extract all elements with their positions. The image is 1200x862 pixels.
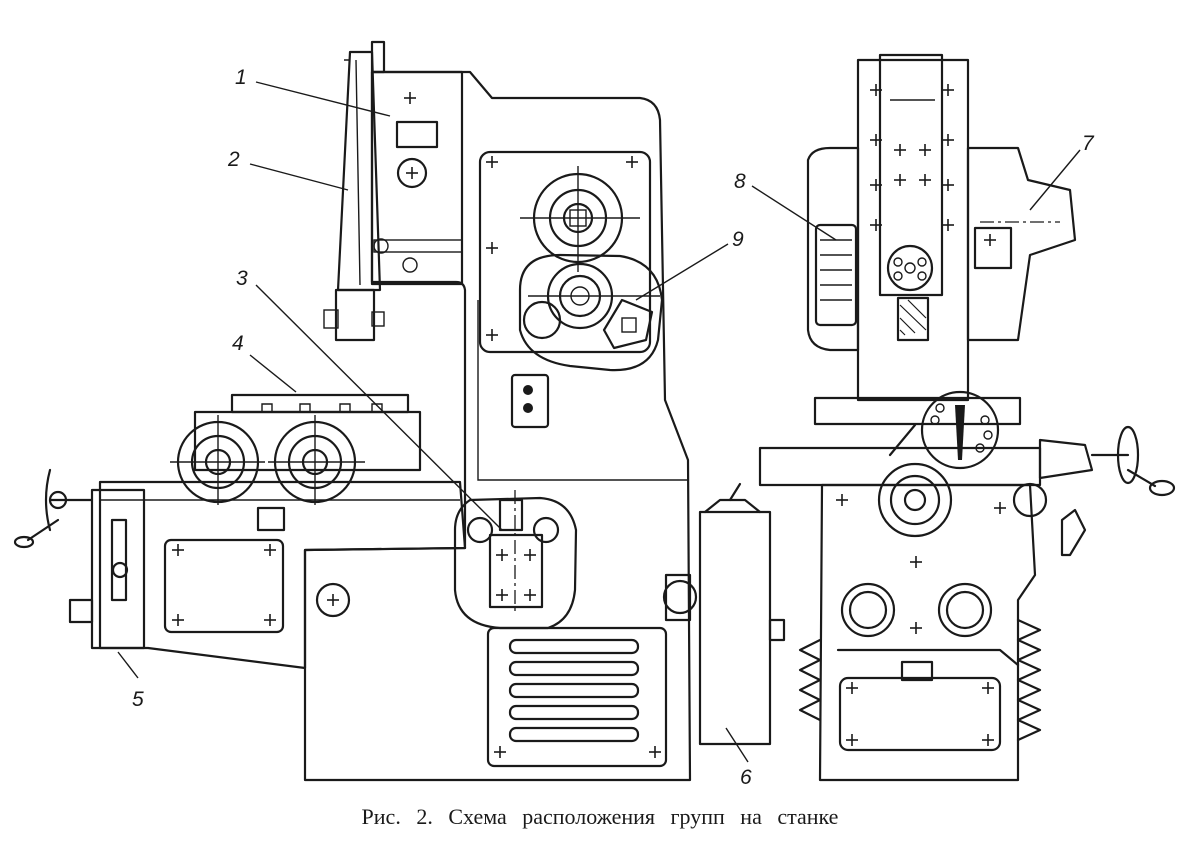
side-saddle (758, 446, 1042, 487)
front-view (13, 40, 786, 782)
callout-9: 9 (732, 228, 744, 251)
feed-gearbox (90, 488, 146, 650)
ram (878, 53, 944, 297)
head-window (395, 120, 439, 149)
side-view (758, 53, 1176, 782)
callout-3: 3 (236, 267, 248, 290)
vertical-slide (336, 50, 382, 292)
callout-7: 7 (1082, 132, 1095, 155)
gear-panel (478, 150, 652, 354)
side-table (813, 396, 1022, 426)
column-body (303, 70, 692, 782)
callout-5: 5 (132, 688, 144, 711)
spindle-housing (966, 146, 1077, 342)
gear-guard (518, 253, 664, 372)
callout-6: 6 (740, 766, 752, 789)
callout-1: 1 (235, 66, 247, 89)
callout-4: 4 (232, 332, 244, 355)
slide-block (334, 288, 376, 342)
saddle-handwheel-left[interactable] (170, 415, 265, 505)
leader-lines (117, 81, 1081, 763)
side-base-door (838, 676, 1002, 752)
feed-dial[interactable] (920, 390, 1000, 470)
machine-drawing: 1 2 3 4 5 6 7 8 9 (13, 40, 1176, 789)
side-knee-handwheel[interactable] (877, 462, 953, 538)
control-box (510, 373, 550, 429)
base-door (486, 626, 668, 768)
callout-8: 8 (734, 170, 746, 193)
vent-slots (508, 638, 640, 743)
electrical-cabinet (698, 510, 772, 746)
cooling-fins (798, 618, 1042, 742)
side-column (856, 58, 970, 402)
figure-caption: Рис. 2. Схема расположения групп на стан… (361, 804, 839, 829)
saddle-handwheel-right[interactable] (268, 415, 365, 505)
motor-housing (806, 146, 860, 352)
head-plate (370, 70, 464, 286)
callout-2: 2 (227, 148, 240, 171)
